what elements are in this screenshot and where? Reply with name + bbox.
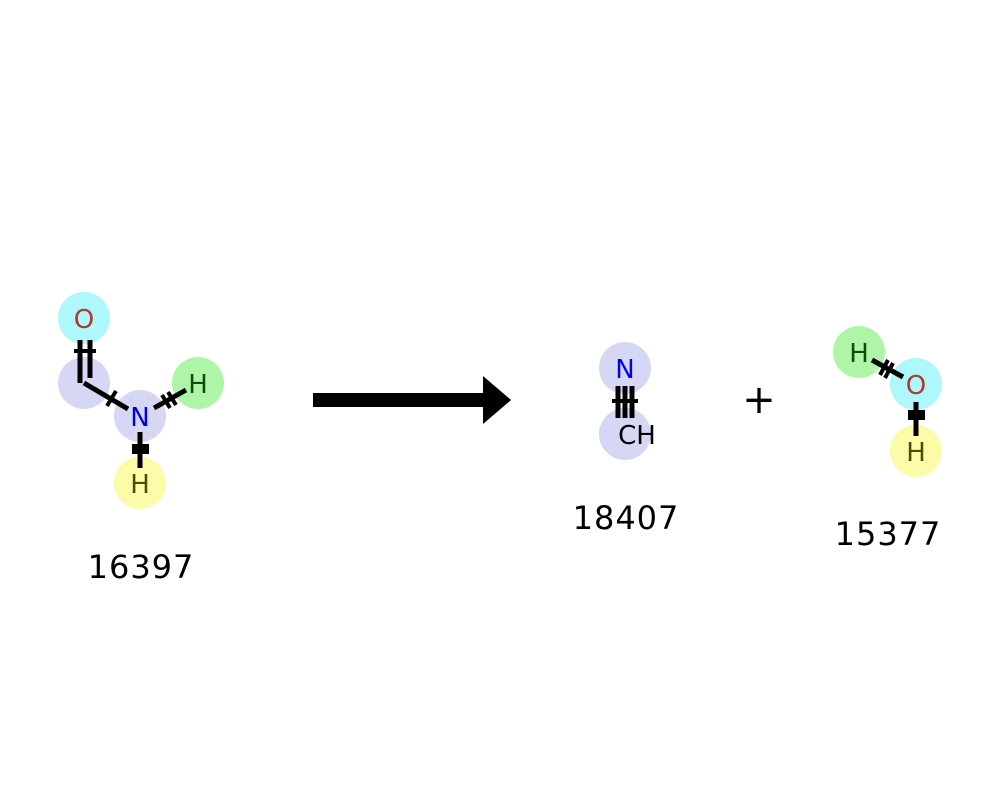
bond-c-n — [82, 380, 130, 412]
atom-label-h1: H — [849, 339, 869, 369]
atom-highlight-n — [114, 390, 166, 442]
atom-highlight-h2 — [890, 425, 942, 477]
atom-label-o: O — [74, 305, 94, 335]
atom-label-h1: H — [188, 370, 208, 400]
molecule-18407: N CH 18407 — [573, 342, 680, 537]
molecule-15377: H O H 15377 — [833, 326, 942, 553]
atom-highlight-ch — [599, 408, 651, 460]
molecule-16397: O N H H 16397 — [58, 292, 224, 586]
bond-h1-o-tick-b — [883, 362, 895, 379]
compound-id-label: 18407 — [573, 499, 680, 537]
plus-sign: + — [742, 377, 776, 423]
atom-highlight-h1 — [172, 357, 224, 409]
atom-highlight-o — [58, 292, 110, 344]
bond-h1-o-tick-a — [878, 359, 890, 376]
atom-label-o: O — [906, 371, 926, 401]
bond-n-h2-marker — [132, 444, 149, 454]
atom-label-n: N — [130, 403, 149, 433]
bond-o-h2-marker — [908, 410, 925, 420]
atom-highlight-o — [890, 358, 942, 410]
atom-label-ch: CH — [618, 421, 656, 451]
reaction-arrow-icon — [313, 376, 511, 424]
bond-n-h1-tick-b — [166, 390, 178, 407]
atom-label-h2: H — [130, 470, 150, 500]
compound-id-label: 16397 — [88, 548, 195, 586]
atom-label-h2: H — [906, 438, 926, 468]
atom-label-n: N — [615, 355, 634, 385]
bond-c-n-tick — [105, 389, 118, 408]
atom-highlight-h2 — [114, 457, 166, 509]
atom-highlight-n — [599, 342, 651, 394]
atom-highlight-h1 — [833, 326, 885, 378]
compound-id-label: 15377 — [835, 515, 942, 553]
bond-h1-o — [870, 357, 905, 380]
bond-n-h1-tick-a — [160, 393, 172, 410]
